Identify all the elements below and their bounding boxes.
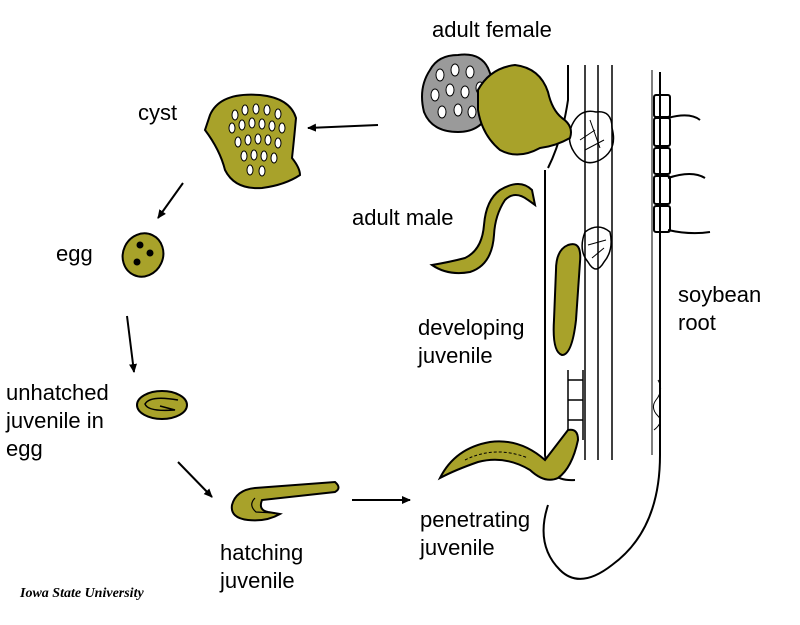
label-egg: egg — [56, 241, 93, 266]
credit-iowa-state: Iowa State University — [20, 586, 144, 601]
label-penetrating: penetrating — [420, 507, 531, 532]
penetrating-juvenile — [437, 428, 580, 481]
label-hatching: hatching — [220, 540, 304, 565]
adult-male — [429, 183, 537, 275]
label-root: root — [678, 310, 716, 335]
adult-female — [421, 53, 572, 156]
label-soybean: soybean — [678, 282, 762, 307]
unhatched-juvenile — [136, 390, 188, 420]
label-unhatched-egg: egg — [6, 436, 43, 461]
cyst — [203, 93, 302, 190]
label-hatching-juvenile: juvenile — [220, 568, 295, 593]
soybean-root — [542, 65, 711, 580]
label-adult-female: adult female — [432, 17, 552, 42]
hatching-juvenile — [230, 480, 340, 522]
arrow-unhatched-to-hatching — [177, 461, 213, 498]
label-developing: developing — [418, 315, 525, 340]
arrow-cyst-to-egg — [157, 182, 184, 219]
egg — [121, 232, 165, 278]
arrow-egg-to-unhatched — [126, 315, 137, 373]
label-developing-juvenile: juvenile — [418, 343, 493, 368]
developing-juvenile — [552, 243, 582, 357]
lifecycle-arrows — [126, 123, 411, 504]
label-cyst: cyst — [138, 100, 178, 125]
label-adult-male: adult male — [352, 205, 454, 230]
label-unhatched: unhatched — [6, 380, 109, 405]
arrow-female-to-cyst — [307, 123, 379, 132]
label-penetrating-juvenile: juvenile — [420, 535, 495, 560]
label-unhatched-juvenile-in: juvenile in — [6, 408, 104, 433]
